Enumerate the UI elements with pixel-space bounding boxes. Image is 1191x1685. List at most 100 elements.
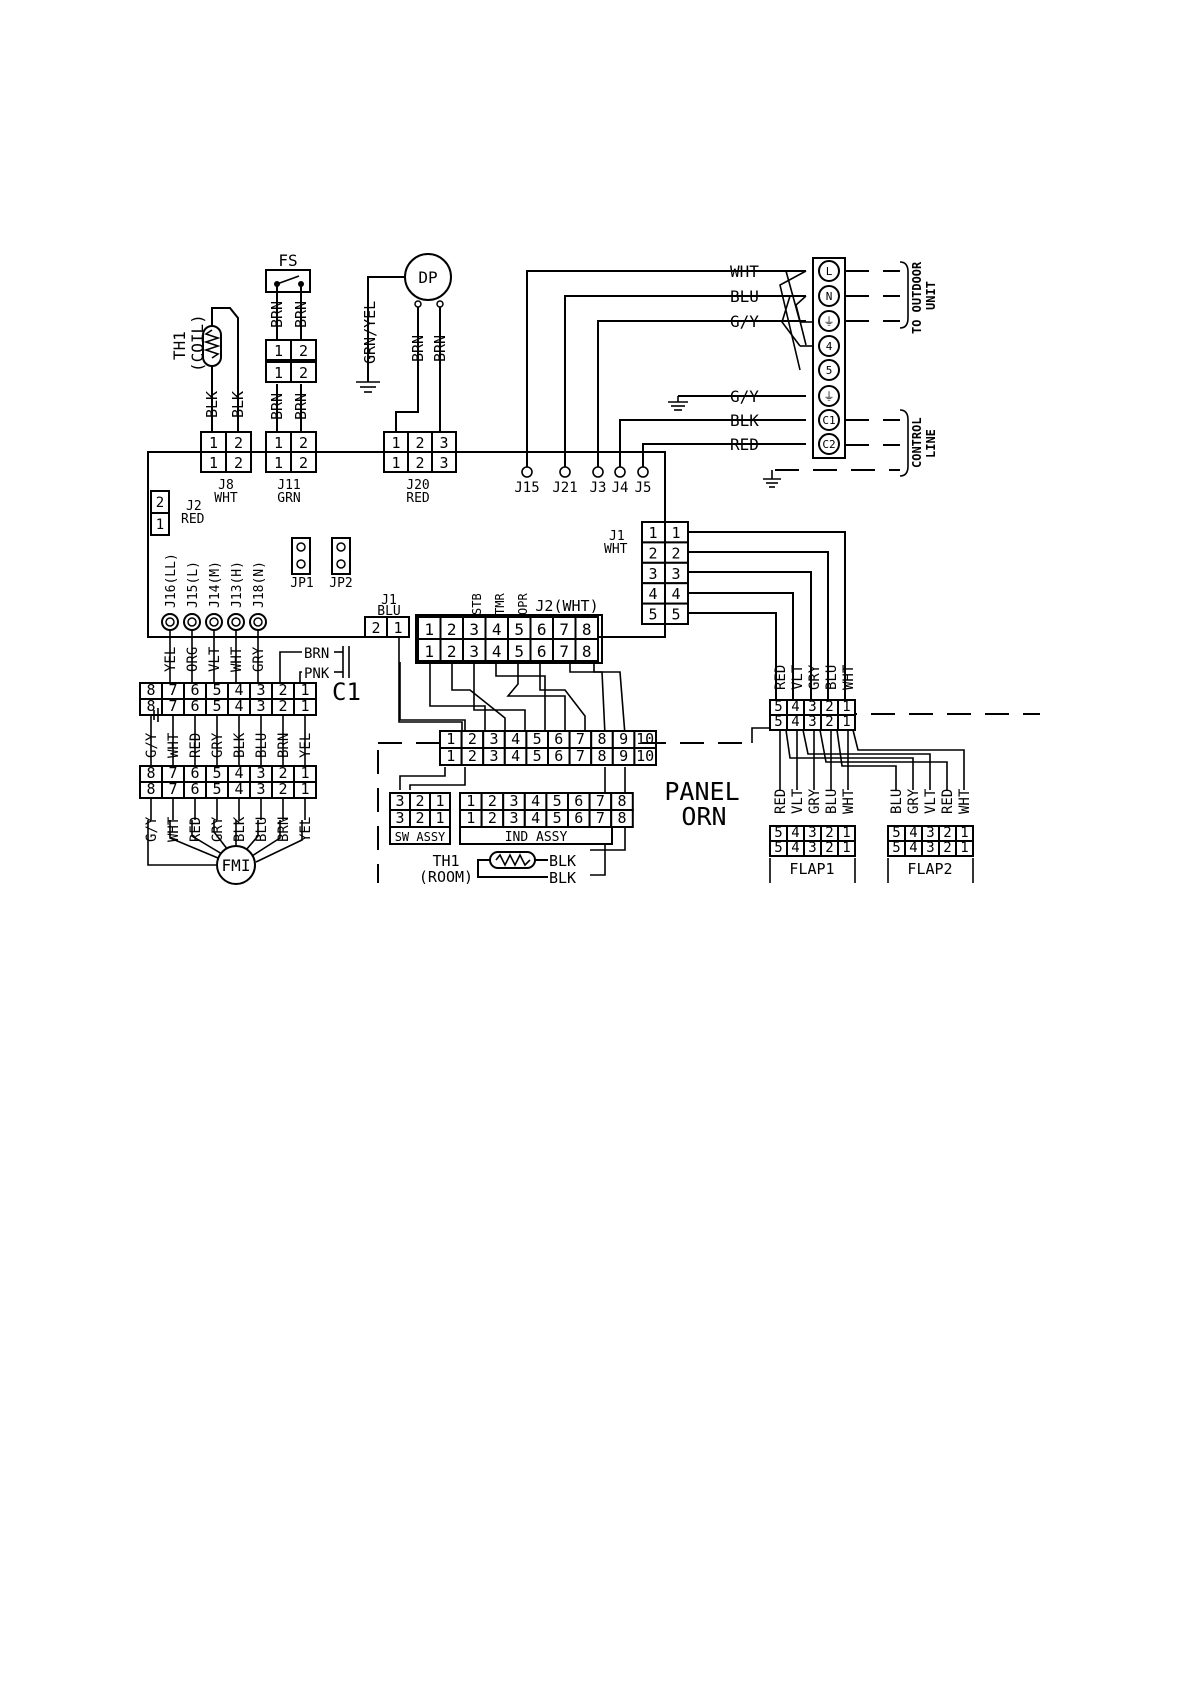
th1-room-label-2: (ROOM): [419, 868, 473, 886]
tap-wire-label: WHT: [229, 646, 245, 672]
terminal-screw: [818, 335, 840, 357]
j1-wht-pin-label: 3: [648, 565, 657, 583]
flap1-label: FLAP1: [789, 860, 834, 878]
control-line-label-2: LINE: [924, 429, 938, 458]
j2-wht-pin-label: 6: [537, 620, 547, 639]
th1-coil-label: TH1: [170, 331, 189, 360]
p10-pin-label: 4: [511, 730, 520, 748]
j1-wht-pin-label: 5: [671, 606, 680, 624]
flap-harness: [779, 729, 965, 790]
jack-label: J3: [590, 480, 607, 496]
panel5-pin-label: 2: [825, 714, 833, 730]
flap2-pin-label: 3: [926, 840, 934, 856]
th1-coil-sensor: TH1 (COIL): [170, 307, 239, 432]
j2-wht-pin-label: 3: [469, 642, 479, 661]
terminal-screw: [818, 359, 840, 381]
panel5-pin: [837, 714, 856, 731]
wire-label-blu: BLU: [730, 287, 759, 306]
panel-color: ORN: [681, 802, 726, 831]
th1-wire-label: BLK: [229, 391, 247, 418]
p10-pin-label: 2: [468, 730, 477, 748]
motor-bottom-wire-label: YEL: [298, 817, 314, 842]
flap1-wire-label: BLU: [824, 789, 840, 814]
motor-lower-pin-label: 5: [212, 764, 221, 782]
j2-wht-label: J2(WHT): [535, 597, 598, 615]
wire-label-red: RED: [730, 435, 759, 454]
terminal-label: L: [826, 265, 833, 278]
j20-pin: [431, 451, 457, 473]
motor-lower-pin-label: 5: [212, 780, 221, 798]
flap1-wire-label: GRY: [807, 788, 823, 814]
terminal-screw: [818, 433, 840, 455]
motor-lower-pin-label: 6: [190, 764, 199, 782]
motor-upper-pin-label: 5: [212, 697, 221, 715]
flap2-wire-label: GRY: [906, 788, 922, 814]
motor-mid-wire-label: BRN: [276, 733, 292, 758]
flap2-pin-label: 3: [926, 825, 934, 841]
terminal-screw: [818, 285, 840, 307]
c1-wire-pnk: PNK: [304, 666, 330, 682]
jp2-label: JP2: [329, 576, 352, 591]
motor-upper-pin-label: 1: [300, 681, 309, 699]
panel-wire-label: GRY: [807, 664, 823, 690]
motor-lower-pin-label: 4: [234, 764, 243, 782]
motor-lower-pin-label: 1: [300, 780, 309, 798]
jack-label: J5: [635, 480, 652, 496]
j2-red-label: J2: [186, 499, 202, 514]
motor-lower-pin-label: 7: [168, 780, 177, 798]
terminal-wires: WHT BLU G/Y G/Y BLK RED: [526, 262, 806, 467]
j20-pin-label: 3: [439, 454, 448, 472]
flap1-pin-label: 3: [808, 825, 816, 841]
j11-pin-label: 2: [299, 434, 308, 452]
panel5-pin-label: 4: [791, 714, 799, 730]
flap2-pin: [955, 840, 974, 857]
j2-harness: [399, 662, 626, 736]
fs-top-pin-label: 2: [299, 364, 308, 382]
terminal-label: C2: [822, 438, 835, 451]
motor-bottom-wire-label: BLK: [232, 816, 248, 842]
ind-pin-label: 7: [596, 792, 605, 810]
j8-label: J8: [218, 478, 234, 493]
ind-pin: [610, 809, 634, 828]
j1-wht-pin-label: 1: [671, 524, 680, 542]
panel-label: PANEL: [664, 777, 739, 806]
panel-wire-label: BLU: [824, 665, 840, 690]
motor-upper-pin-label: 4: [234, 697, 243, 715]
motor-mid-wire-label: RED: [188, 733, 204, 758]
wire-label-blk: BLK: [730, 411, 759, 430]
motor-bottom-wire-label: G/Y: [144, 816, 160, 842]
panel5-pin-label: 3: [808, 699, 816, 715]
flap2-wire-label: BLU: [889, 789, 905, 814]
flap2-label: FLAP2: [907, 860, 952, 878]
motor-lower-pin-label: 6: [190, 780, 199, 798]
j1-blu-label: J1: [381, 593, 397, 608]
sw-assy-label: SW ASSY: [395, 830, 446, 844]
flap1-pin-label: 2: [825, 840, 833, 856]
motor-mid-wire-label: BLK: [232, 732, 248, 758]
motor-upper-pin-label: 3: [256, 681, 265, 699]
fan-speed-taps: J16(LL)YELJ15(L)ORGJ14(M)VLTJ13(H)WHTJ18…: [161, 553, 267, 683]
jack-label: J21: [552, 480, 577, 496]
panel-wire-label: VLT: [790, 664, 806, 690]
fs-float-switch: FS: [265, 251, 311, 340]
motor-upper-pin-label: 1: [300, 697, 309, 715]
j1-wht-pin-label: 5: [648, 606, 657, 624]
motor-lower-pin-label: 8: [146, 780, 155, 798]
j20-pin-label: 1: [391, 434, 400, 452]
sw-pin-label: 2: [415, 792, 424, 810]
terminal-label: N: [826, 290, 833, 303]
p10-pin-label: 3: [489, 730, 498, 748]
p10-pin-label: 1: [446, 747, 455, 765]
flap1-pin-label: 4: [791, 825, 799, 841]
panel5-pin-label: 1: [842, 699, 850, 715]
j2-wht-pin-label: 5: [514, 642, 524, 661]
motor-mid-wire-label: G/Y: [144, 732, 160, 758]
motor-lower-pin-label: 1: [300, 764, 309, 782]
